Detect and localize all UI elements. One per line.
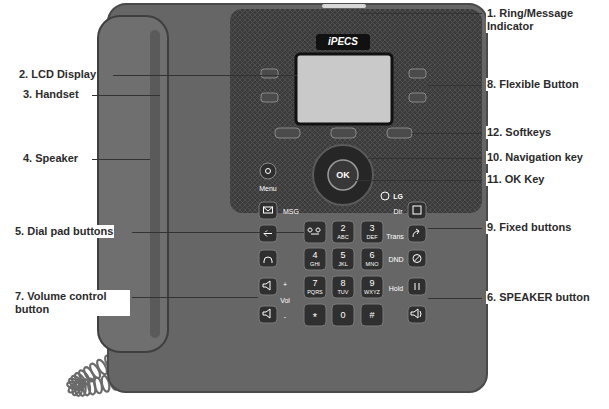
brand-logo: iPECS: [328, 37, 358, 47]
callout-label: 6. SPEAKER button: [486, 291, 591, 304]
key-icons: [263, 206, 421, 318]
key-digit: 5: [340, 251, 345, 260]
key-letters: GHI: [310, 262, 320, 268]
leader-lines: [92, 14, 482, 299]
ring-indicator: [322, 4, 366, 8]
key-digit: 3: [369, 224, 374, 233]
key-digit: 4: [312, 251, 317, 260]
brand-logo: LG: [393, 193, 403, 200]
callout-label: 1. Ring/Message Indicator: [486, 7, 592, 33]
brand-mark: [381, 192, 389, 200]
voicemail-icon: [308, 228, 320, 234]
key-digit: 6: [369, 251, 374, 260]
key-letters: MNO: [366, 262, 379, 268]
key-digit: 8: [340, 279, 345, 288]
navigation-key: [313, 145, 373, 205]
callout-label: 12. Softkeys: [486, 126, 552, 139]
key-label: OK: [336, 171, 350, 180]
key-label: -: [284, 313, 286, 320]
fixed-keys: [259, 202, 426, 323]
key-label: Vol: [280, 297, 290, 304]
key-letters: WXYZ: [364, 290, 380, 296]
callout-label: 9. Fixed buttons: [486, 221, 572, 234]
menu-icon: [266, 169, 271, 174]
lcd-display: [296, 54, 392, 124]
key-letters: TUV: [338, 290, 349, 296]
menu-button: [260, 163, 276, 179]
logo-bar: [316, 34, 370, 50]
callout-label: 10. Navigation key: [486, 151, 584, 164]
key-symbol: *: [313, 312, 317, 323]
key-label: Dir: [394, 208, 403, 215]
key-letters: JKL: [338, 262, 347, 268]
key-letters: PQRS: [307, 290, 323, 296]
ok-key: [328, 160, 358, 190]
key-label: DND: [388, 256, 403, 263]
key-label: +: [283, 281, 287, 288]
key-digit: 7: [312, 279, 317, 288]
callout-label: 8. Flexible Button: [486, 78, 580, 91]
key-label: Trans: [386, 233, 404, 240]
handset-edge: [150, 30, 160, 338]
top-panel: [230, 9, 482, 213]
key-digit: 9: [369, 279, 374, 288]
key-label: Menu: [259, 185, 277, 192]
callout-label: 4. Speaker: [22, 152, 79, 165]
dial-pad-keys: [304, 221, 383, 326]
callout-label: 11. OK Key: [486, 173, 545, 186]
key-label: MSG: [283, 208, 299, 215]
softkeys: [275, 128, 412, 138]
key-symbol: #: [369, 311, 374, 320]
flexible-buttons: [261, 69, 426, 102]
key-label: Hold: [389, 285, 403, 292]
callout-label: 3. Handset: [22, 88, 80, 101]
key-digit: 0: [340, 311, 345, 320]
key-digit: 2: [340, 224, 345, 233]
callout-label: 5. Dial pad buttons: [14, 225, 114, 238]
callout-label: 2. LCD Display: [18, 68, 97, 81]
key-letters: ABC: [337, 235, 348, 241]
key-letters: DEF: [367, 235, 378, 241]
callout-label: 7. Volume control button: [14, 290, 130, 316]
